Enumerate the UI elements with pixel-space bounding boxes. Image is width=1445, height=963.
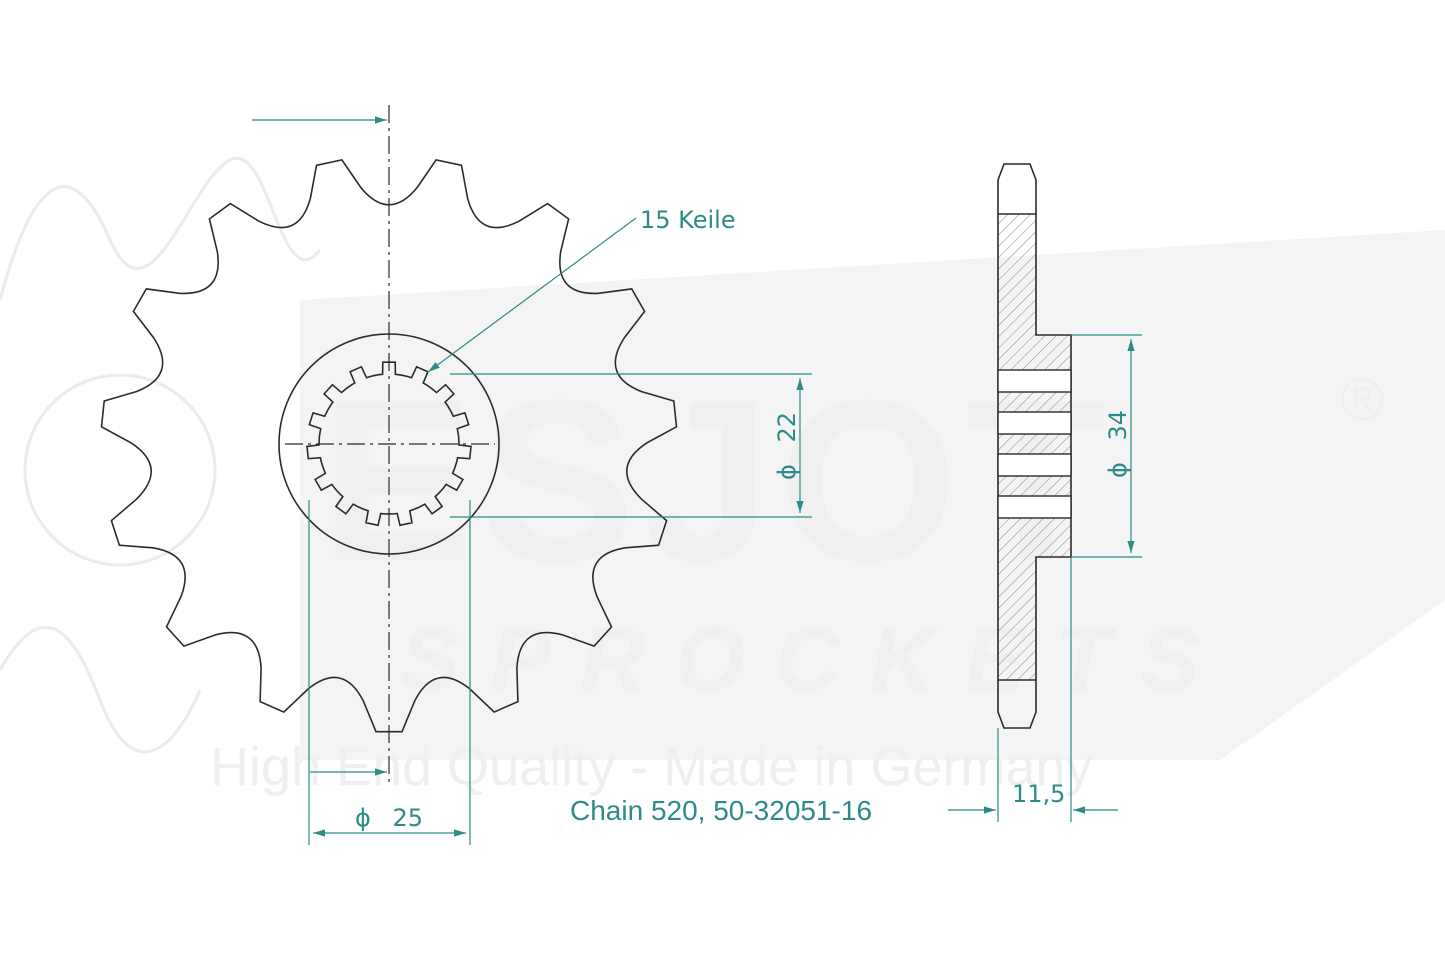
sprocket-outline xyxy=(100,159,678,733)
side-spline-groove xyxy=(997,495,1072,519)
side-bottom-tooth xyxy=(997,680,1037,729)
dia34-label: ϕ 34 xyxy=(1104,410,1132,478)
side-spline-groove xyxy=(997,369,1072,393)
watermark-registered: ® xyxy=(1340,366,1384,433)
watermark-band xyxy=(300,230,1445,760)
side-top-tooth xyxy=(997,163,1037,214)
dia34-value: 34 xyxy=(1104,410,1132,441)
splines-note: 15 Keile xyxy=(640,206,736,234)
side-spline-grooves xyxy=(997,369,1072,519)
dia22-label: ϕ 22 xyxy=(773,412,801,480)
dia25-symbol: ϕ xyxy=(355,804,371,832)
side-spline-groove xyxy=(997,453,1072,477)
watermark-sub: SPROCKETS xyxy=(400,610,1230,710)
dimensions: 15 Keile ϕ 22 ϕ 34 ϕ 25 11,5 Ch xyxy=(252,116,1142,845)
dia34-symbol: ϕ xyxy=(1104,462,1132,478)
dia25-value: 25 xyxy=(392,804,423,832)
watermark-ring xyxy=(23,373,217,567)
side-spline-groove xyxy=(997,411,1072,435)
dia25-label: ϕ 25 xyxy=(355,804,423,832)
watermark-tagline: High End Quality - Made in Germany xyxy=(210,737,1092,797)
watermark: ESJOT ® SPROCKETS High End Quality - Mad… xyxy=(0,156,1445,797)
part-caption: Chain 520, 50-32051-16 xyxy=(570,795,872,826)
spline-outline xyxy=(306,361,472,527)
splines-leader xyxy=(427,217,637,373)
width-label: 11,5 xyxy=(1012,780,1065,808)
dia22-symbol: ϕ xyxy=(773,464,801,480)
sprocket-front-view xyxy=(100,105,678,785)
dia22-value: 22 xyxy=(773,412,801,443)
sprocket-side-view xyxy=(997,163,1072,729)
watermark-brand: ESJOT xyxy=(320,352,1114,609)
watermark-wave xyxy=(0,156,322,754)
